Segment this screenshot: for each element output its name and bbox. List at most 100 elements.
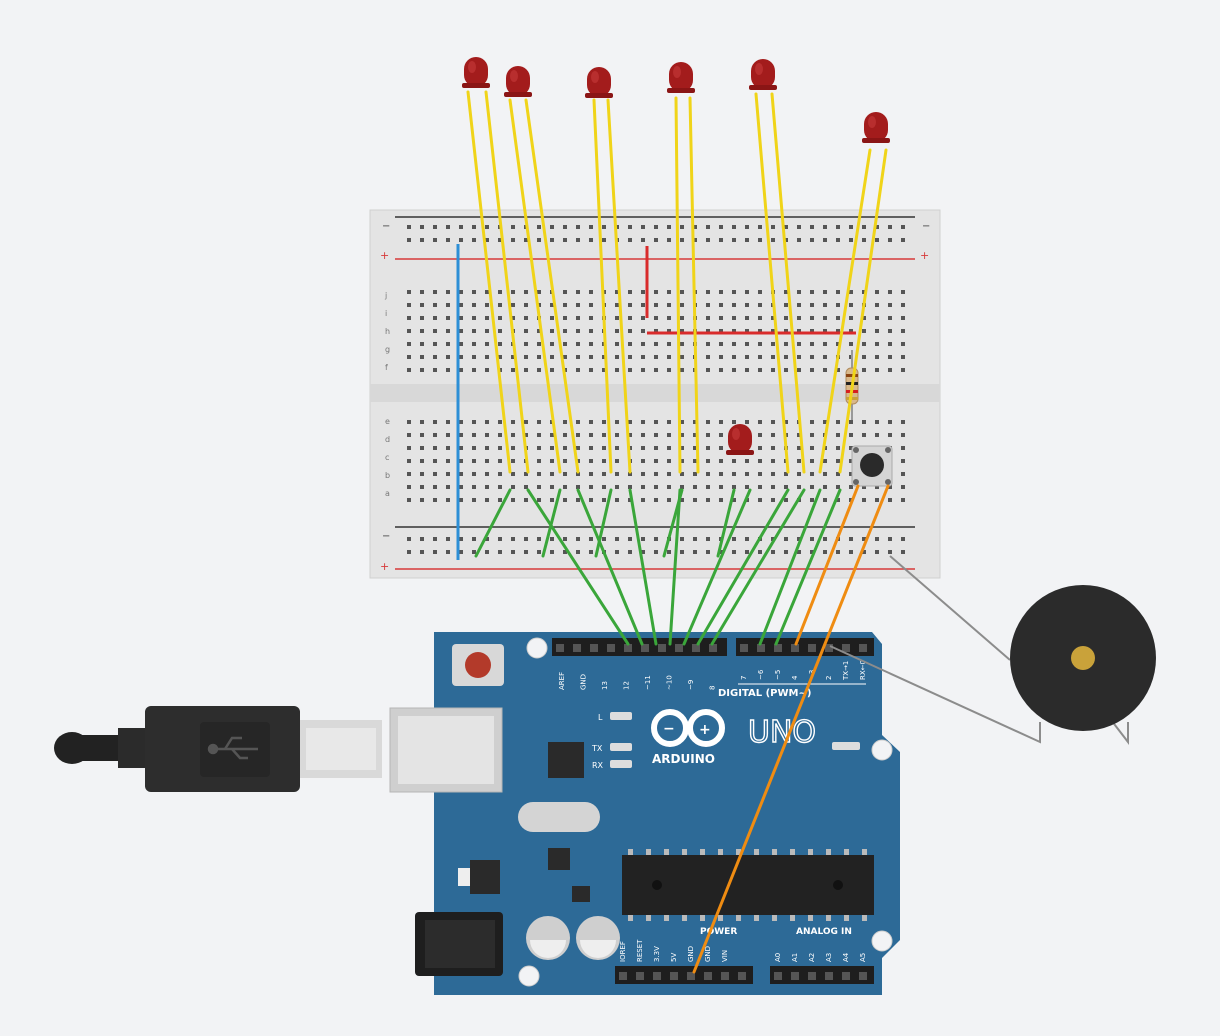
crystal-oscillator xyxy=(518,802,600,832)
reset-button-cap[interactable] xyxy=(465,652,491,678)
pin-label: A1 xyxy=(791,953,799,962)
pushbutton[interactable] xyxy=(851,445,893,487)
pin-label: A0 xyxy=(774,953,782,962)
svg-text:g: g xyxy=(385,345,390,354)
led-red[interactable] xyxy=(726,424,754,455)
mounting-hole xyxy=(526,637,548,659)
label-tx: TX xyxy=(591,744,603,753)
svg-text:f: f xyxy=(385,363,388,372)
pin-label: A5 xyxy=(859,953,867,962)
wire-green xyxy=(668,488,682,646)
atmega-chip xyxy=(622,855,874,915)
svg-text:h: h xyxy=(385,327,390,336)
svg-text:d: d xyxy=(385,435,390,444)
brand-label: ARDUINO xyxy=(652,752,715,766)
wire-gray-buzzer-a xyxy=(889,555,1011,661)
breadboard[interactable]: − + − + − + j i h g f e d c b a xyxy=(369,209,941,579)
svg-text:a: a xyxy=(385,489,390,498)
wires-gray[interactable] xyxy=(829,555,1129,745)
pin-label: ~10 xyxy=(666,675,674,690)
led-red[interactable] xyxy=(585,67,613,98)
onboard-led-rx xyxy=(610,760,632,768)
mounting-hole xyxy=(871,930,893,952)
wires-led-yellow[interactable] xyxy=(466,90,888,474)
wire-green xyxy=(682,488,752,646)
led-red[interactable] xyxy=(462,57,490,88)
pin-label: A3 xyxy=(825,953,833,962)
led-red[interactable] xyxy=(667,62,695,93)
piezo-buzzer[interactable] xyxy=(1010,585,1156,731)
rail-minus-label-bottom: − xyxy=(382,531,390,542)
header-digital-right[interactable] xyxy=(736,638,874,656)
rail-minus-label-top-right: − xyxy=(922,221,930,232)
label-l: L xyxy=(598,713,603,722)
pin-label: 2 xyxy=(825,676,833,680)
row-letters-bottom: e d c b a xyxy=(385,417,390,498)
svg-text:j: j xyxy=(384,291,387,300)
pin-label: ~5 xyxy=(774,670,782,680)
rail-holes-bottom xyxy=(398,534,910,560)
rail-plus-label-top: + xyxy=(380,249,389,262)
wire-green xyxy=(628,488,658,646)
onboard-led-tx xyxy=(610,743,632,751)
wire-orange-5v xyxy=(692,484,890,974)
pin-label: 3.3V xyxy=(653,946,661,962)
onboard-led-l xyxy=(610,712,632,720)
digital-section-label: DIGITAL (PWM~) xyxy=(718,688,811,699)
pin-label: A2 xyxy=(808,953,816,962)
pin-label: 13 xyxy=(601,681,609,690)
svg-text:i: i xyxy=(385,309,387,318)
wire-gray-buzzer-b xyxy=(829,645,1041,744)
rail-holes-top xyxy=(398,224,910,250)
pin-label: GND xyxy=(580,674,588,690)
header-pin-holes xyxy=(556,644,867,980)
wires-digital-green[interactable] xyxy=(474,488,842,646)
wire-green xyxy=(594,488,613,558)
terminal-holes-top xyxy=(398,284,910,374)
svg-text:c: c xyxy=(385,453,389,462)
led-red[interactable] xyxy=(862,112,890,143)
power-section-label: POWER xyxy=(700,927,737,937)
header-analog[interactable] xyxy=(770,966,874,984)
pin-label: TX→1 xyxy=(842,661,850,681)
wire-green xyxy=(758,488,822,646)
pin-label: 12 xyxy=(623,681,631,690)
model-label: UNO xyxy=(748,715,816,750)
pin-label: IOREF xyxy=(619,941,627,962)
label-rx: RX xyxy=(592,761,604,770)
voltage-regulator xyxy=(470,860,500,894)
wire-green xyxy=(774,488,842,646)
mounting-hole xyxy=(518,965,540,987)
chip-pins xyxy=(628,849,867,921)
wire-orange-pin2 xyxy=(794,484,860,646)
wire-green xyxy=(576,488,644,646)
onboard-led-on xyxy=(832,742,860,750)
wire-green xyxy=(526,488,630,646)
pin-label: 7 xyxy=(740,676,748,680)
pin-label: ~9 xyxy=(687,680,695,690)
svg-text:b: b xyxy=(385,471,390,480)
wires-orange[interactable] xyxy=(692,484,890,974)
usb-cable[interactable] xyxy=(54,706,382,792)
row-letters-top: j i h g f xyxy=(384,291,390,372)
rail-plus-label-top-right: + xyxy=(920,249,929,262)
usb-chip xyxy=(548,742,584,778)
led-red[interactable] xyxy=(504,66,532,97)
pin-label: RX←0 xyxy=(859,660,867,680)
svg-text:e: e xyxy=(385,417,390,426)
header-power[interactable] xyxy=(615,966,753,984)
usb-icon xyxy=(207,736,258,760)
svg-text:+: + xyxy=(699,722,711,738)
pin-label: 5V xyxy=(670,953,678,962)
wire-green xyxy=(716,488,736,558)
wire-green xyxy=(541,488,562,558)
led-red[interactable] xyxy=(749,59,777,90)
led-group[interactable] xyxy=(462,57,890,455)
terminal-holes-bottom xyxy=(398,412,910,502)
